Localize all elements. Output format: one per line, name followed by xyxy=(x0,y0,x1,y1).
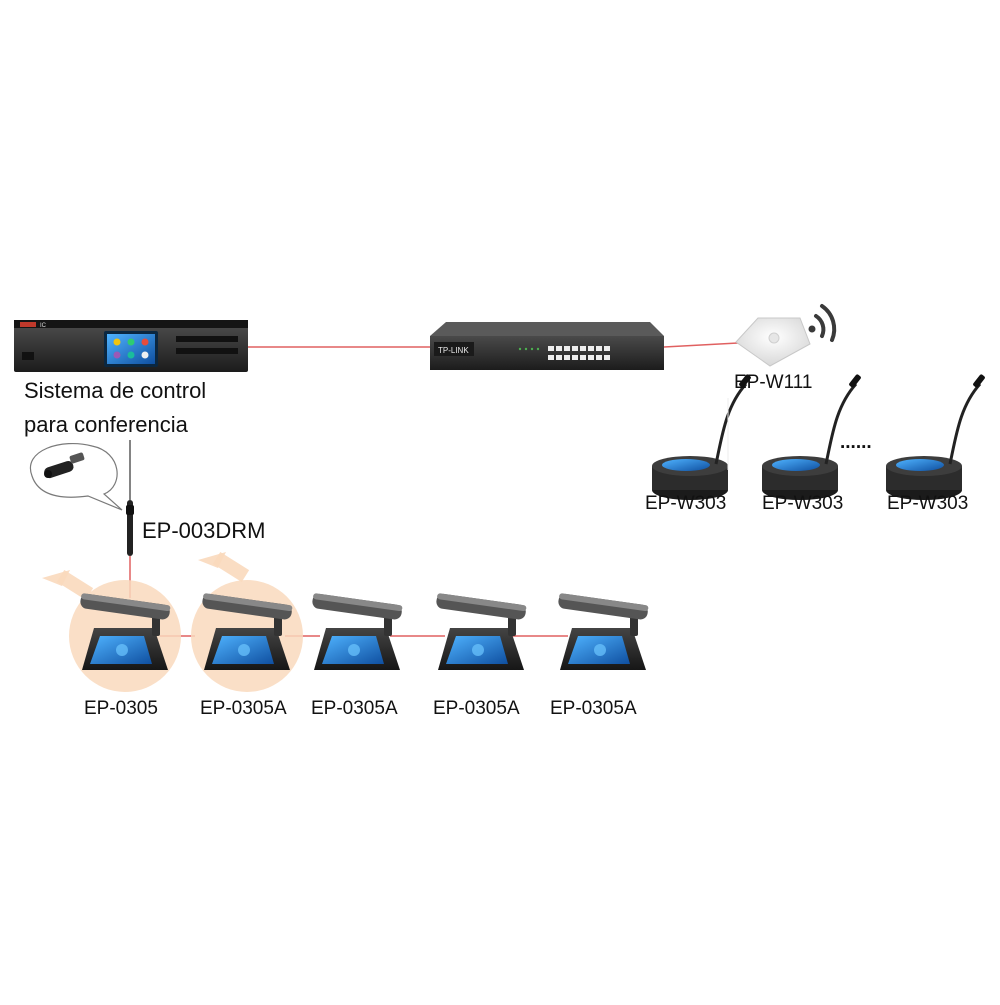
control-system-label-line2: para conferencia xyxy=(24,412,188,437)
wired-unit-3 xyxy=(311,592,403,670)
switch-brand-text: TP-LINK xyxy=(438,346,469,355)
wired-unit-label-4: EP-0305A xyxy=(433,698,520,719)
wireless-unit-label-1: EP-W303 xyxy=(645,493,727,514)
wired-unit-4 xyxy=(435,592,527,670)
wired-unit-label-3: EP-0305A xyxy=(311,698,398,719)
wired-unit-2 xyxy=(201,592,293,670)
highlight-ep-0305a xyxy=(191,552,303,692)
control-system-device: IC xyxy=(14,320,248,372)
wireless-unit-label-2: EP-W303 xyxy=(762,493,844,514)
control-system-label: Sistema de control para conferencia xyxy=(24,374,206,442)
wired-unit-5 xyxy=(557,592,649,670)
cable-label: EP-003DRM xyxy=(142,518,266,543)
wireless-unit-label-3: EP-W303 xyxy=(887,493,969,514)
control-system-label-line1: Sistema de control xyxy=(24,378,207,403)
ap-label: EP-W111 xyxy=(734,372,813,393)
wireless-ellipsis: ...... xyxy=(840,432,872,453)
wireless-unit-3 xyxy=(884,372,988,502)
wired-unit-1 xyxy=(79,592,171,670)
control-brand-text: IC xyxy=(40,323,47,329)
cable-connector-icon xyxy=(44,452,85,479)
link-switch-to-ap xyxy=(663,342,739,348)
wifi-signal-icon xyxy=(808,304,837,342)
wired-unit-label-2: EP-0305A xyxy=(200,698,287,719)
access-point-device xyxy=(735,317,811,367)
wired-unit-label-1: EP-0305 xyxy=(84,698,158,719)
connector-callout xyxy=(29,442,123,511)
wired-unit-label-5: EP-0305A xyxy=(550,698,637,719)
ep-003drm-microphone xyxy=(126,500,134,556)
network-switch: TP-LINK xyxy=(430,322,664,370)
